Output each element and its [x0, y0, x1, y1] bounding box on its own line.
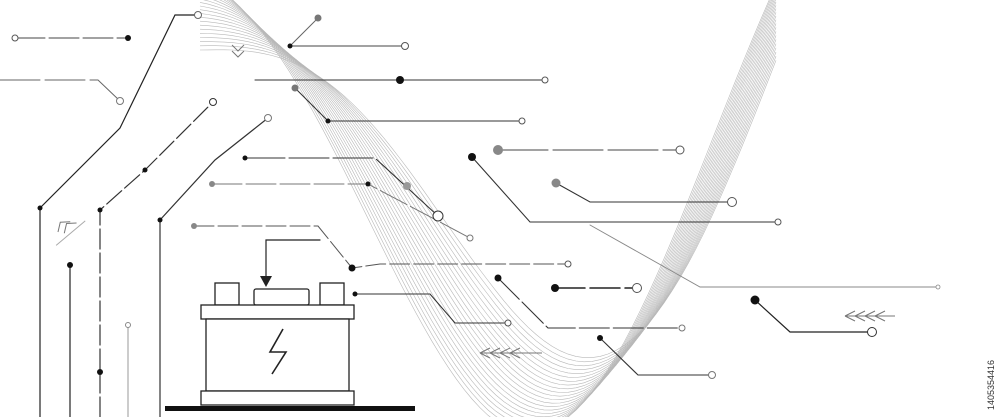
trace-row-7 — [555, 182, 733, 203]
node — [494, 274, 502, 282]
battery-feed-line — [265, 239, 321, 283]
node — [314, 14, 322, 22]
trace-row-11 — [497, 277, 683, 329]
circuit-nodes — [11, 11, 941, 379]
node — [191, 223, 197, 229]
node — [11, 34, 19, 42]
node — [125, 322, 131, 328]
node — [678, 324, 686, 332]
node — [403, 182, 411, 190]
battery-icon — [165, 282, 415, 411]
trace-top-left-2 — [0, 79, 121, 102]
node — [209, 181, 215, 187]
trace-left-1 — [39, 14, 199, 417]
wave-line — [228, 0, 774, 417]
node — [97, 369, 103, 375]
node — [867, 327, 877, 337]
node — [551, 284, 559, 292]
battery-body — [205, 318, 350, 392]
wave-line — [199, 2, 777, 404]
node — [564, 260, 572, 268]
node — [727, 197, 737, 207]
battery-top — [200, 304, 355, 320]
node — [67, 262, 73, 268]
node — [125, 35, 131, 41]
node — [493, 145, 503, 155]
node — [541, 76, 549, 84]
lightning-icon — [268, 328, 288, 375]
wave-line — [232, 0, 770, 417]
node — [935, 284, 941, 290]
node — [750, 295, 760, 305]
node — [142, 167, 148, 173]
node — [632, 283, 642, 293]
node — [365, 181, 371, 187]
wave-line — [230, 0, 772, 417]
node — [708, 371, 716, 379]
trace-row-12 — [354, 293, 509, 324]
battery-terminal-left — [214, 282, 240, 306]
node — [401, 42, 409, 50]
node — [325, 118, 331, 124]
trace-row-8 — [589, 224, 939, 288]
battery-base — [200, 390, 355, 406]
node — [194, 11, 202, 19]
trace-row-13 — [599, 337, 713, 376]
chevron-arrow-icon — [479, 347, 542, 359]
chevron-arrows — [55, 44, 895, 359]
stock-id: 1405354416 — [986, 359, 996, 410]
wave-band — [199, 0, 777, 417]
trace-row-3 — [244, 157, 439, 217]
trace-top-mid-arrow — [289, 17, 319, 47]
wave-line — [226, 0, 775, 417]
node — [352, 291, 358, 297]
node — [504, 319, 512, 327]
wave-line — [213, 0, 777, 411]
node — [774, 218, 782, 226]
node — [264, 114, 272, 122]
node — [466, 234, 474, 242]
node — [157, 217, 163, 223]
node — [287, 43, 293, 49]
node — [432, 210, 444, 222]
battery-terminal-right — [319, 282, 345, 306]
node — [291, 84, 299, 92]
battery-cap — [253, 288, 310, 306]
node — [675, 145, 685, 155]
wave-line — [199, 5, 777, 401]
wave-line — [223, 0, 776, 417]
trace-row-4 — [211, 183, 471, 239]
battery-feed-arrowhead — [260, 276, 272, 287]
chevron-arrow-icon — [231, 44, 245, 58]
trace-left-3 — [99, 101, 214, 417]
wave-line — [219, 0, 777, 414]
trace-right-1 — [754, 299, 873, 333]
node — [116, 97, 124, 105]
node — [209, 98, 217, 106]
trace-left-5 — [159, 117, 269, 417]
node — [597, 335, 603, 341]
node — [518, 117, 526, 125]
wave-line — [203, 0, 777, 408]
trace-row-5 — [471, 156, 779, 223]
node — [348, 264, 356, 272]
chevron-arrow-icon — [844, 310, 895, 322]
node — [396, 76, 404, 84]
circuit-traces — [0, 14, 939, 417]
node — [97, 207, 103, 213]
ground-bar — [165, 406, 415, 411]
node — [242, 155, 248, 161]
chevron-arrow-icon — [55, 220, 86, 246]
wave-line — [231, 0, 771, 417]
node — [551, 178, 561, 188]
node — [468, 153, 476, 161]
node — [37, 205, 43, 211]
wave-line — [199, 13, 777, 393]
